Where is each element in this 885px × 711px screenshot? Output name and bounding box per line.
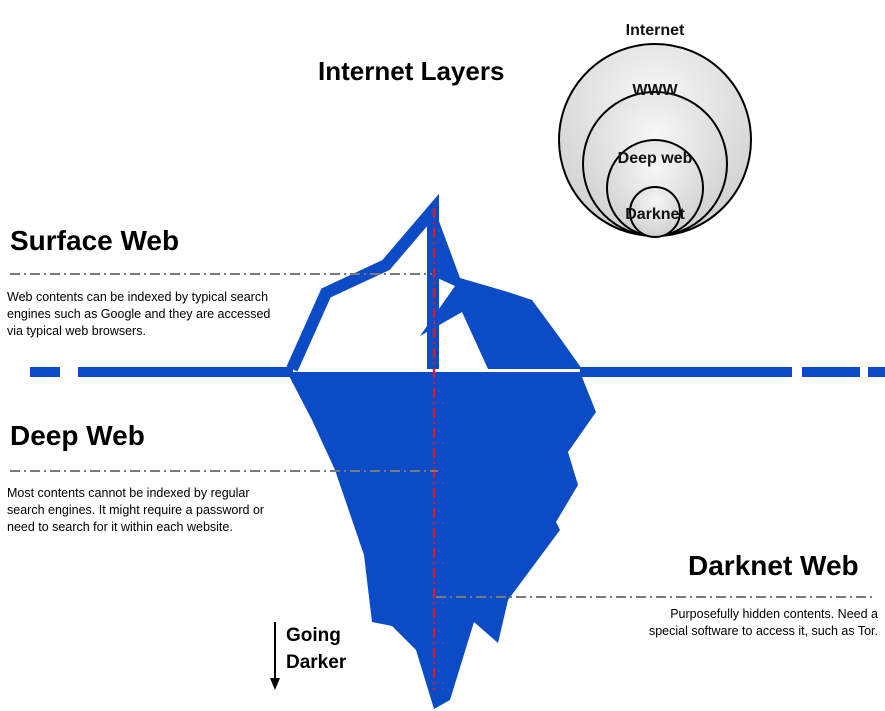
- deep-web-heading: Deep Web: [10, 420, 145, 451]
- layer-circle-darknet: [629, 186, 681, 238]
- surface-web-heading: Surface Web: [10, 225, 180, 256]
- going-darker-label: Going Darker: [286, 625, 347, 673]
- layer-label-deep-web: Deep web: [618, 150, 693, 167]
- darknet-web-description: Purposefully hidden contents. Need a spe…: [648, 607, 878, 638]
- leader-lines: [10, 273, 876, 598]
- down-arrow-icon: [270, 622, 280, 690]
- water-line: [30, 367, 885, 377]
- surface-web-description: Web contents can be indexed by typical s…: [7, 290, 271, 338]
- iceberg-underwater: [287, 372, 596, 709]
- page-title: Internet Layers: [318, 56, 505, 86]
- layer-label-darknet: Darknet: [625, 206, 685, 223]
- iceberg-tip-shadow: [420, 205, 582, 369]
- deep-web-description: Most contents cannot be indexed by regul…: [7, 486, 265, 534]
- layer-label-www: WWW: [632, 82, 678, 99]
- layer-label-internet: Internet: [626, 22, 685, 39]
- darknet-web-heading: Darknet Web: [688, 550, 859, 581]
- layer-circles: Internet WWW Deep web Darknet: [558, 22, 752, 238]
- iceberg-tip-outline: [286, 193, 439, 372]
